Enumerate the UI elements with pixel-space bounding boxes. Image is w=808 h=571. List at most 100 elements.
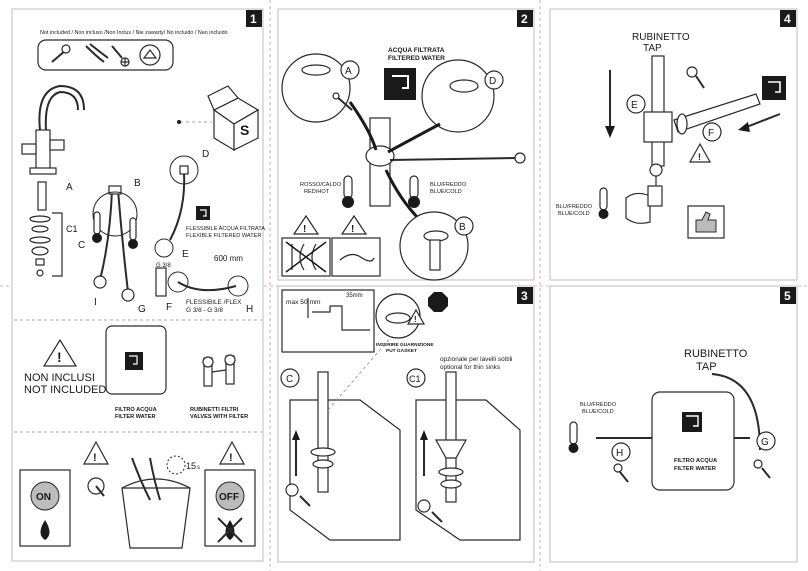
connector-d xyxy=(387,122,441,154)
off-label: OFF xyxy=(219,492,239,503)
svg-text:!: ! xyxy=(698,152,701,162)
wrench-p3-right-icon xyxy=(417,499,443,523)
tap-en-p5: TAP xyxy=(696,361,717,373)
panel-1-number: 1 xyxy=(250,12,257,26)
letter-g: E xyxy=(182,249,189,260)
thermometer-p5-icon xyxy=(568,421,579,453)
stop-label: STOP xyxy=(430,301,444,307)
valves-illustration xyxy=(202,354,236,387)
filtered-tap-p4-icon xyxy=(762,76,786,100)
timer-seconds: 15 xyxy=(186,461,196,471)
valve-nut xyxy=(676,113,688,135)
washer-right-1 xyxy=(438,467,464,477)
off-valve-icon xyxy=(215,481,245,511)
on-valve-icon xyxy=(30,481,60,511)
screwdriver-icon xyxy=(111,45,130,67)
hand-graphic xyxy=(339,253,375,262)
flex-filtered-label-en: FLEXIBLE FILTERED WATER xyxy=(186,233,261,239)
spout-end xyxy=(514,152,526,164)
badge-f xyxy=(702,122,722,142)
arrowhead-up-left xyxy=(292,430,300,440)
leader-dot xyxy=(177,120,181,124)
svg-text:!: ! xyxy=(414,315,417,324)
thumbs-up-box xyxy=(687,205,725,239)
flex-hose-line xyxy=(177,281,237,292)
gasket-ring xyxy=(385,312,411,324)
t-valve xyxy=(643,111,673,143)
wrench-a-icon xyxy=(332,92,353,111)
letter-g-p5: G xyxy=(761,437,769,448)
warning-triangle-left-icon: ! xyxy=(82,440,110,465)
flex-filtered-label: FLESSIBILE ACQUA FILTRATA xyxy=(186,226,265,232)
length-label: 600 mm xyxy=(214,254,243,263)
filtered-tap-icon xyxy=(384,68,416,100)
warning-triangle-p3-icon: ! xyxy=(406,308,426,325)
panel-5: 5 RUBINETTO TAP FILTRO ACQUA FILTER WATE… xyxy=(549,285,798,563)
sink-counter-left xyxy=(289,399,401,541)
timer-icon: 15 s xyxy=(166,455,200,475)
max-thickness-label: max 50 mm xyxy=(286,299,321,306)
hand-tighten-box xyxy=(331,237,381,277)
thin-sinks-it: opzionale per lavelli sottili xyxy=(440,356,512,363)
washer-left-1 xyxy=(310,447,336,457)
not-included-big-text: NOT INCLUDED xyxy=(24,384,106,396)
panel-5-number: 5 xyxy=(784,289,791,303)
panel-4-number: 4 xyxy=(784,12,791,26)
panel-1: 1 Not included / Non incluso /Non Inclus… xyxy=(11,8,265,562)
non-inclusi-text: NON INCLUSI xyxy=(24,372,95,384)
connector-a xyxy=(348,101,378,151)
cold-it-label: BLU/FREDDO xyxy=(430,182,467,188)
wrench-p4-icon xyxy=(686,66,705,89)
badge-h xyxy=(611,442,631,462)
thermometer-hot-p2-icon xyxy=(342,175,354,208)
filter-it-label: FILTRO ACQUA xyxy=(115,407,157,413)
arrowhead-left-p4 xyxy=(738,122,750,132)
flex-label: FLESSIBILE /FLEX xyxy=(186,299,242,306)
hoses-b xyxy=(92,185,138,302)
wrench-p5-left-icon xyxy=(613,463,629,483)
valve-f xyxy=(155,267,167,297)
valves-it-label: RUBINETTI FILTRI xyxy=(190,407,239,413)
panel-3-number-box xyxy=(517,287,533,304)
letter-c1-p3: C1 xyxy=(409,374,421,384)
letter-f-p4: F xyxy=(708,128,714,139)
thumbs-up-icon xyxy=(695,211,717,233)
badge-e xyxy=(626,94,646,114)
warning-triangle-right-icon: ! xyxy=(218,440,246,465)
flex-g-label: G 3/8 - G 3/8 xyxy=(186,307,223,314)
filtered-title-it: ACQUA FILTRATA xyxy=(388,47,445,54)
valves-en-label: VALVES WITH FILTER xyxy=(190,414,248,420)
filter-en-label: FILTER WATER xyxy=(115,414,156,420)
cold-it-p5: BLU/FREDDO xyxy=(580,402,617,408)
water-drop-icon xyxy=(40,520,50,540)
panel-5-number-box xyxy=(780,287,796,304)
stop-sign-icon: STOP xyxy=(428,292,448,312)
arrow-left-p4 xyxy=(743,113,781,129)
cold-en-label: BLUE/COLD xyxy=(430,189,462,195)
filter-unit-illustration xyxy=(105,325,167,395)
panel-4-number-box xyxy=(780,10,796,27)
letter-d-p2: D xyxy=(489,76,496,87)
not-included-text: Not included / Non incluso /Non Inclus /… xyxy=(40,30,228,36)
g38-label: G 3/8 xyxy=(156,263,171,269)
badge-b xyxy=(454,216,474,236)
panel-3-number: 3 xyxy=(521,289,528,303)
no-water-icon xyxy=(217,517,243,543)
svg-text:!: ! xyxy=(57,349,62,365)
panel-2-number-box xyxy=(517,10,533,27)
warning-triangle-p4-icon: ! xyxy=(688,142,712,163)
letter-b-p2: B xyxy=(459,222,466,233)
filter-it-p5: FILTRO ACQUA xyxy=(674,458,718,464)
svg-text:!: ! xyxy=(229,452,233,464)
hot-en-label: RED/HOT xyxy=(304,189,330,195)
wrench-p3-left-icon xyxy=(285,483,311,507)
on-label: ON xyxy=(36,492,51,503)
threaded-rod-a xyxy=(37,181,47,211)
faucet-shank-right xyxy=(445,371,457,503)
wrench-step-icon xyxy=(87,477,105,497)
letter-c-p3: C xyxy=(286,374,293,385)
letter-h-p5: H xyxy=(616,448,623,459)
cold-it-p4: BLU/FREDDO xyxy=(556,204,593,210)
tap-it-p5: RUBINETTO xyxy=(684,348,748,360)
